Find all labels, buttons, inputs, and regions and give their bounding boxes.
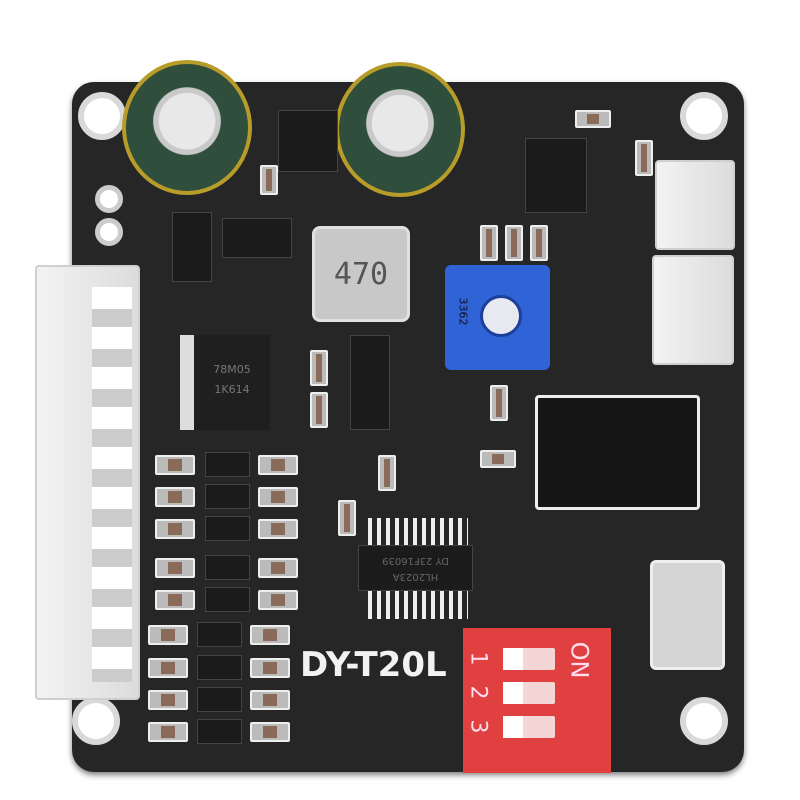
smd-resistor [250,690,290,710]
model-label: DY-T20L [300,645,447,685]
smd-resistor [258,519,298,539]
smd-diode [205,587,250,612]
smd-resistor [155,558,195,578]
smd-resistor [258,487,298,507]
smd-resistor [575,110,611,128]
dip-switch-1[interactable] [503,648,555,670]
smd-resistor [258,558,298,578]
chip-soic8 [278,110,338,172]
micro-usb-port[interactable] [650,560,725,670]
smd-resistor [480,450,516,468]
chip-soic8 [525,138,587,213]
smd-resistor [258,455,298,475]
voltage-regulator: 78M05 1K614 [180,335,270,430]
smd-diode [205,484,250,509]
smd-resistor [148,722,188,742]
ic-pins [368,518,468,546]
jst-connector [652,255,734,365]
chip-marking: HL2023A [392,571,439,582]
smd-capacitor [530,225,548,261]
mounting-hole-top-left [78,92,126,140]
trimmer-potentiometer[interactable]: 3362 [445,265,550,370]
regulator-marking: 1K614 [214,383,250,396]
smd-resistor [155,590,195,610]
smd-resistor [148,625,188,645]
smd-resistor [155,487,195,507]
electrolytic-capacitor [122,60,252,195]
smd-capacitor [490,385,508,421]
inductor-marking: 470 [333,256,389,292]
smd-resistor [155,455,195,475]
potentiometer-marking: 3362 [456,297,470,326]
power-inductor: 470 [312,226,410,322]
smd-diode [197,655,242,680]
electrolytic-capacitor [335,62,465,197]
dip-switch-3[interactable] [503,716,555,738]
smd-diode [205,516,250,541]
smd-resistor [250,722,290,742]
smd-capacitor [378,455,396,491]
mounting-hole-top-right [680,92,728,140]
amplifier-chip: DY 23F16039 HL2023A [358,545,473,591]
smd-diode [205,555,250,580]
diode [172,212,212,282]
audio-jack [535,395,700,510]
smd-capacitor [635,140,653,176]
smd-resistor [250,658,290,678]
smd-capacitor [480,225,498,261]
smd-capacitor [505,225,523,261]
smd-capacitor [310,392,328,428]
solder-pad [95,185,123,213]
dip-position-label: 3 [465,719,491,734]
jst-connector [655,160,735,250]
dip-position-label: 2 [465,685,491,700]
smd-resistor [250,625,290,645]
smd-resistor [148,658,188,678]
smd-diode [197,622,242,647]
regulator-marking: 78M05 [213,363,251,376]
dip-position-label: 1 [465,651,491,666]
dip-switch: ON 1 2 3 [463,628,611,773]
smd-capacitor [338,500,356,536]
smd-capacitor [310,350,328,386]
ic-pins [368,591,468,619]
smd-capacitor [260,165,278,195]
chip-marking: DY 23F16039 [382,555,449,566]
dip-on-label: ON [565,641,594,679]
diode [222,218,292,258]
smd-diode [205,452,250,477]
smd-diode [197,687,242,712]
pin-header-connector [35,265,140,700]
smd-resistor [258,590,298,610]
solder-pad [95,218,123,246]
smd-resistor [155,519,195,539]
smd-resistor [148,690,188,710]
smd-diode [197,719,242,744]
mounting-hole-bottom-left [72,697,120,745]
diode [350,335,390,430]
dip-switch-2[interactable] [503,682,555,704]
mounting-hole-bottom-right [680,697,728,745]
